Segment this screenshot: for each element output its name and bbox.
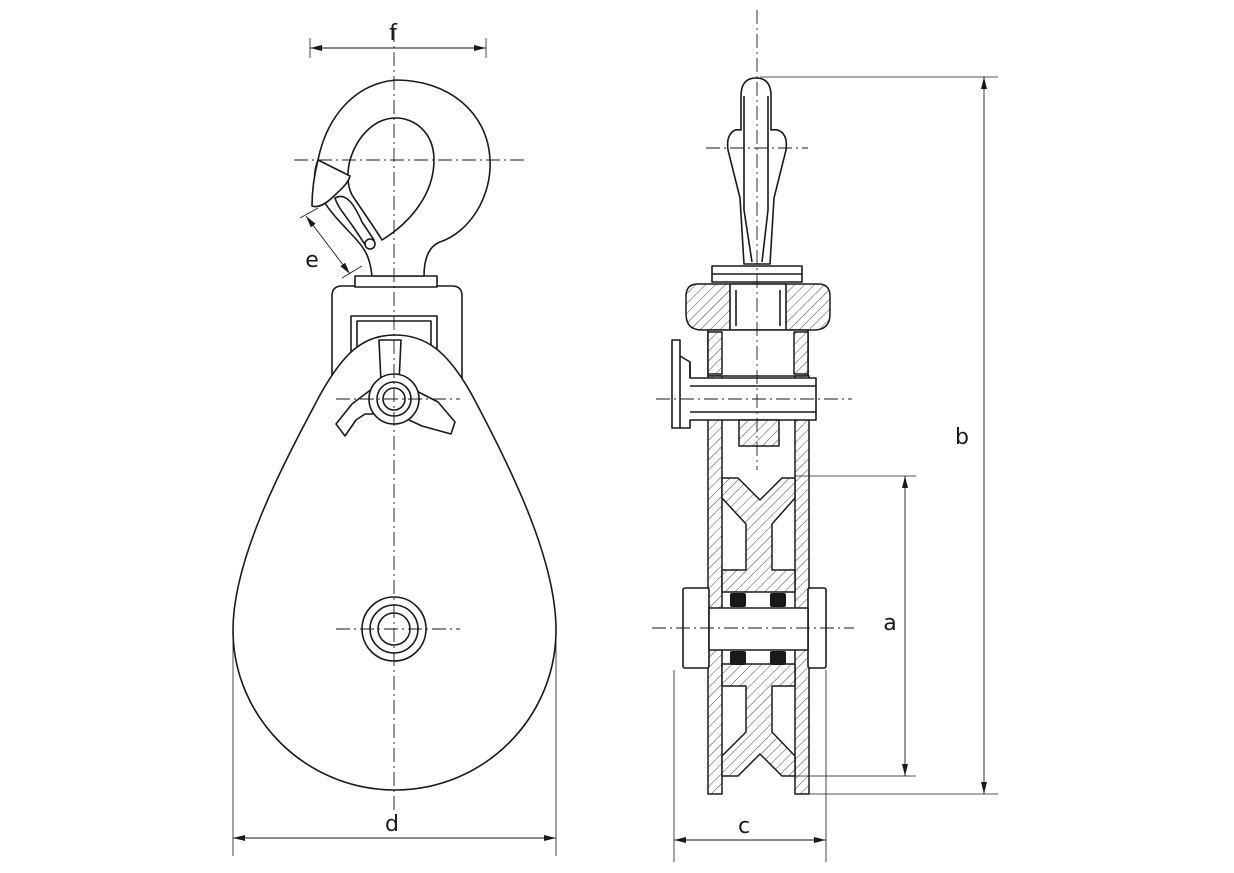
dimension-label-a: a <box>883 611 896 636</box>
latch-pivot <box>364 238 376 250</box>
dimension-f: f <box>309 21 487 58</box>
side-spacer-block <box>738 419 780 447</box>
dimension-e: e <box>299 207 363 279</box>
side-right-cheek-plate <box>794 375 810 795</box>
bearing-lower-left <box>730 651 746 665</box>
dimension-label-e: e <box>305 248 319 273</box>
sheave-upper-half <box>721 477 796 593</box>
front-view <box>232 28 557 812</box>
side-hook-shank <box>726 77 788 265</box>
bearing-upper-left <box>730 593 746 607</box>
dimension-label-f: f <box>389 21 398 46</box>
dimension-label-c: c <box>738 814 750 839</box>
sheave-lower-half <box>721 663 796 777</box>
bearing-lower-right <box>770 651 786 665</box>
front-cheek-plate <box>232 334 557 791</box>
hook-throat <box>347 117 435 241</box>
hook-tip <box>311 159 351 208</box>
side-nut-bore <box>729 283 787 331</box>
side-view <box>652 10 854 795</box>
dimension-d: d <box>232 640 557 856</box>
dimension-c: c <box>673 670 827 862</box>
dimension-b: b <box>760 76 998 795</box>
axle-shaft <box>708 607 809 651</box>
dimension-label-d: d <box>385 812 399 837</box>
bearing-upper-right <box>770 593 786 607</box>
side-locking-pin <box>671 339 817 429</box>
side-left-cheek-plate <box>707 375 723 795</box>
front-swivel-collar <box>354 275 438 288</box>
dimension-a: a <box>795 475 916 777</box>
dimension-label-b: b <box>955 425 969 450</box>
